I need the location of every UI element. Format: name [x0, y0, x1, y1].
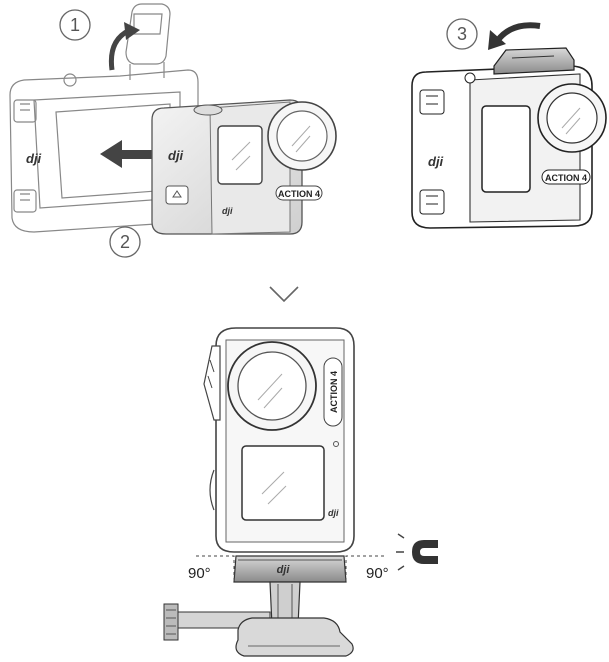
camera-model-badge-3: ACTION 4: [541, 169, 591, 185]
chevron-down-icon: [269, 286, 299, 303]
camera-model-label-4: ACTION 4: [329, 371, 339, 413]
camera-side-brand-logo: dji: [168, 148, 184, 163]
frame-brand-logo: dji: [26, 151, 42, 166]
magnet-icon: [396, 533, 438, 571]
arrow-up-icon: [108, 22, 140, 71]
arrow-left-icon: [100, 140, 152, 168]
angle-guides: [196, 555, 384, 582]
step-3-badge: 3: [446, 18, 478, 50]
frame-closed: [411, 47, 607, 229]
panel-insert-camera: 1 dji: [9, 3, 337, 258]
panel-mounted-view: ACTION 4 dji dji 90° 90°: [163, 327, 438, 657]
camera-model-label: ACTION 4: [278, 189, 320, 199]
camera-model-label-3: ACTION 4: [545, 173, 587, 183]
camera-front-brand-logo: dji: [222, 206, 233, 216]
frame-front-brand-logo: dji: [328, 508, 339, 518]
quick-release-mount: [163, 555, 354, 657]
angle-right-label: 90°: [366, 565, 389, 582]
step-3-number: 3: [457, 24, 467, 44]
camera-body: [151, 99, 337, 235]
step-1-badge: 1: [59, 9, 91, 41]
step-1-number: 1: [70, 15, 80, 35]
step-2-badge: 2: [109, 226, 141, 258]
angle-left-label: 90°: [188, 565, 211, 582]
mount-brand-logo: dji: [277, 564, 291, 576]
camera-model-badge: ACTION 4: [275, 185, 323, 201]
frame-closed-brand-logo: dji: [428, 154, 444, 169]
frame-front: [203, 327, 355, 553]
step-2-number: 2: [120, 232, 130, 252]
panel-close-buckle: 3 dji ACTION 4: [411, 18, 607, 229]
curved-arrow-icon: [488, 22, 541, 50]
